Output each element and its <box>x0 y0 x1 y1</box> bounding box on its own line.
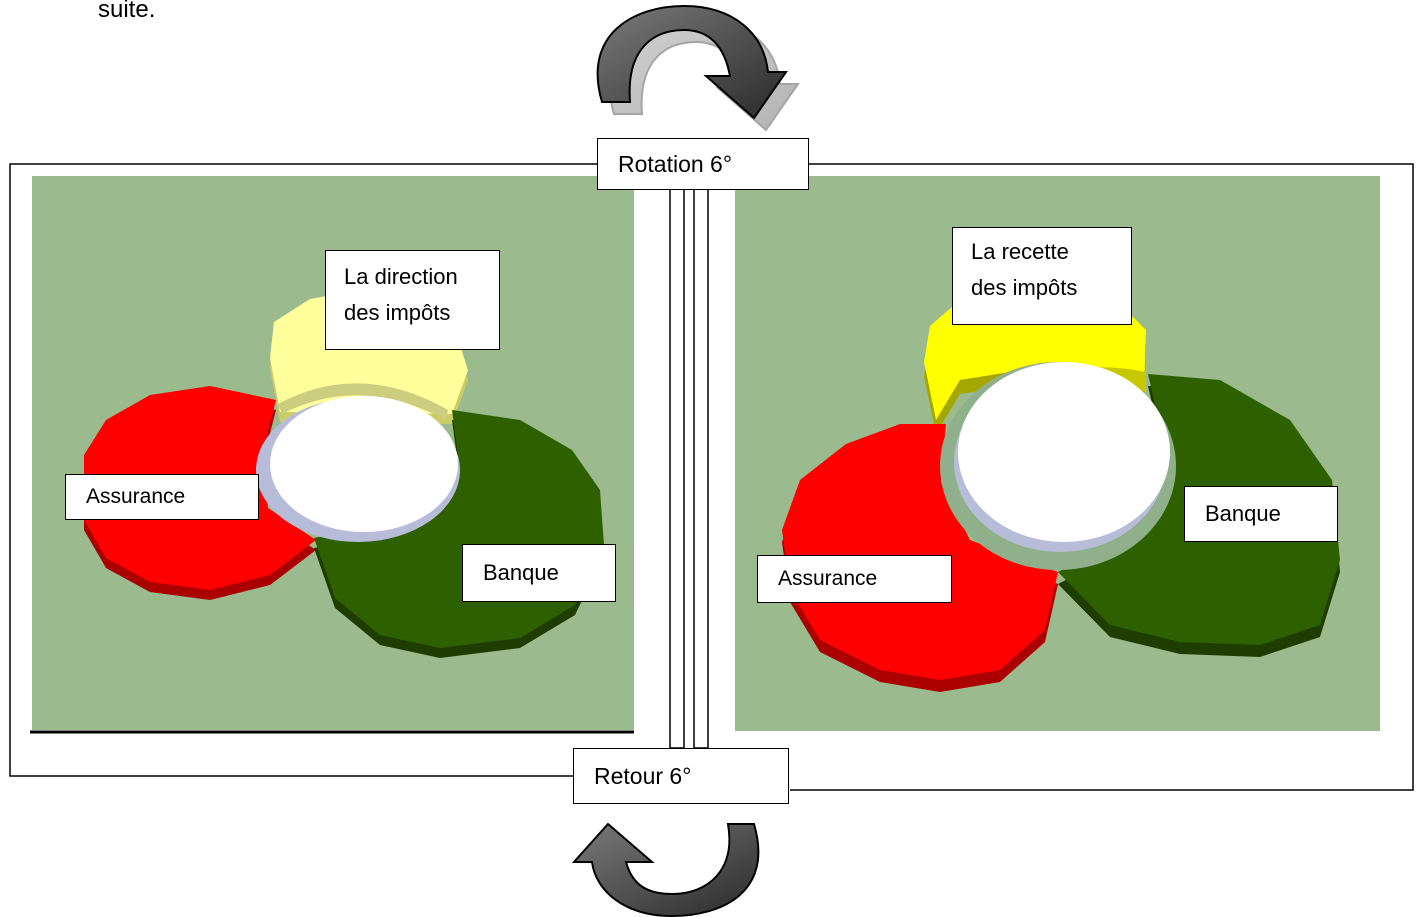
left-center-circle <box>256 396 460 542</box>
left-banque-label-text: Banque <box>483 560 559 585</box>
return-label: Retour 6° <box>573 748 789 804</box>
connector-column-right <box>693 187 709 749</box>
right-top-label-line1: La recette <box>971 239 1069 264</box>
left-assurance-label-text: Assurance <box>86 485 186 508</box>
connector-column-left <box>669 187 685 749</box>
rotation-arrow-icon <box>596 4 800 132</box>
left-top-label: La direction des impôts <box>325 250 500 350</box>
right-assurance-label-text: Assurance <box>778 567 878 590</box>
left-assurance-label: Assurance <box>65 474 259 520</box>
left-top-label-line2: des impôts <box>344 300 451 325</box>
return-label-text: Retour 6° <box>594 762 692 789</box>
right-outer-frame <box>790 163 1414 791</box>
left-banque-label: Banque <box>462 544 616 602</box>
left-top-label-line1: La direction <box>344 264 458 289</box>
rotation-label: Rotation 6° <box>597 138 809 190</box>
right-center-circle <box>940 362 1176 570</box>
right-banque-label: Banque <box>1184 486 1338 542</box>
top-text-fragment: suite. <box>98 0 156 23</box>
rotation-label-text: Rotation 6° <box>618 150 733 177</box>
return-arrow-icon <box>571 822 760 917</box>
right-assurance-label: Assurance <box>757 555 952 603</box>
right-top-label: La recette des impôts <box>952 227 1132 325</box>
right-top-label-line2: des impôts <box>971 275 1078 300</box>
left-outer-frame <box>9 163 598 777</box>
right-banque-label-text: Banque <box>1205 501 1281 526</box>
